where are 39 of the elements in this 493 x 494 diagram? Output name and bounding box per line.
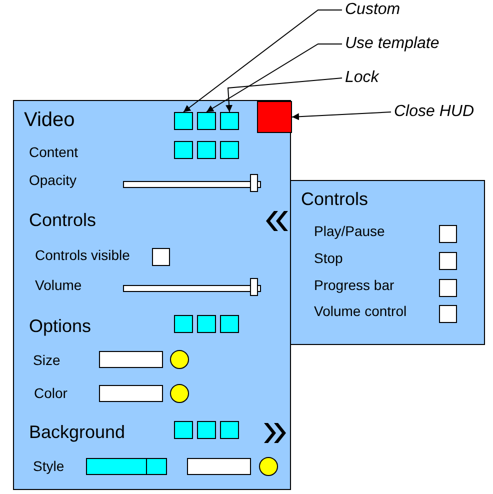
field-label: Stop <box>314 250 343 266</box>
option-button <box>174 421 193 439</box>
panel-heading: Controls <box>301 189 368 210</box>
option-button <box>174 315 193 333</box>
leader-line <box>226 78 342 112</box>
leader-line <box>206 44 342 112</box>
field-label: Content <box>29 144 78 160</box>
section-heading: Controls <box>29 210 96 231</box>
hud-panel <box>13 100 291 490</box>
close-button <box>257 101 292 133</box>
option-button <box>220 421 239 439</box>
field-label: Volume <box>35 277 82 294</box>
field-label: Volume control <box>314 303 407 320</box>
option-button <box>197 141 216 159</box>
callout-label: Lock <box>345 68 379 88</box>
callout-label: Custom <box>345 0 400 20</box>
field-label: Play/Pause <box>314 223 385 240</box>
hud-panel <box>290 180 485 345</box>
section-heading: Background <box>29 422 126 443</box>
callout-label: Close HUD <box>394 102 474 122</box>
callout-label: Use template <box>345 34 440 54</box>
leader-line <box>183 10 342 112</box>
panel-heading: Video <box>24 109 75 132</box>
field-label: Progress bar <box>314 277 394 294</box>
option-button <box>174 112 193 130</box>
field-label: Size <box>33 352 60 368</box>
option-button <box>197 112 216 130</box>
option-button <box>197 421 216 439</box>
field-label: Opacity <box>29 172 76 188</box>
leader-line <box>292 112 392 120</box>
option-button <box>220 112 239 130</box>
field-label: Style <box>33 458 64 474</box>
field-label: Controls visible <box>35 247 130 264</box>
option-button <box>174 141 193 159</box>
option-button <box>220 141 239 159</box>
section-heading: Options <box>29 316 92 337</box>
option-button <box>220 315 239 333</box>
field-label: Color <box>34 385 68 402</box>
option-button <box>197 315 216 333</box>
